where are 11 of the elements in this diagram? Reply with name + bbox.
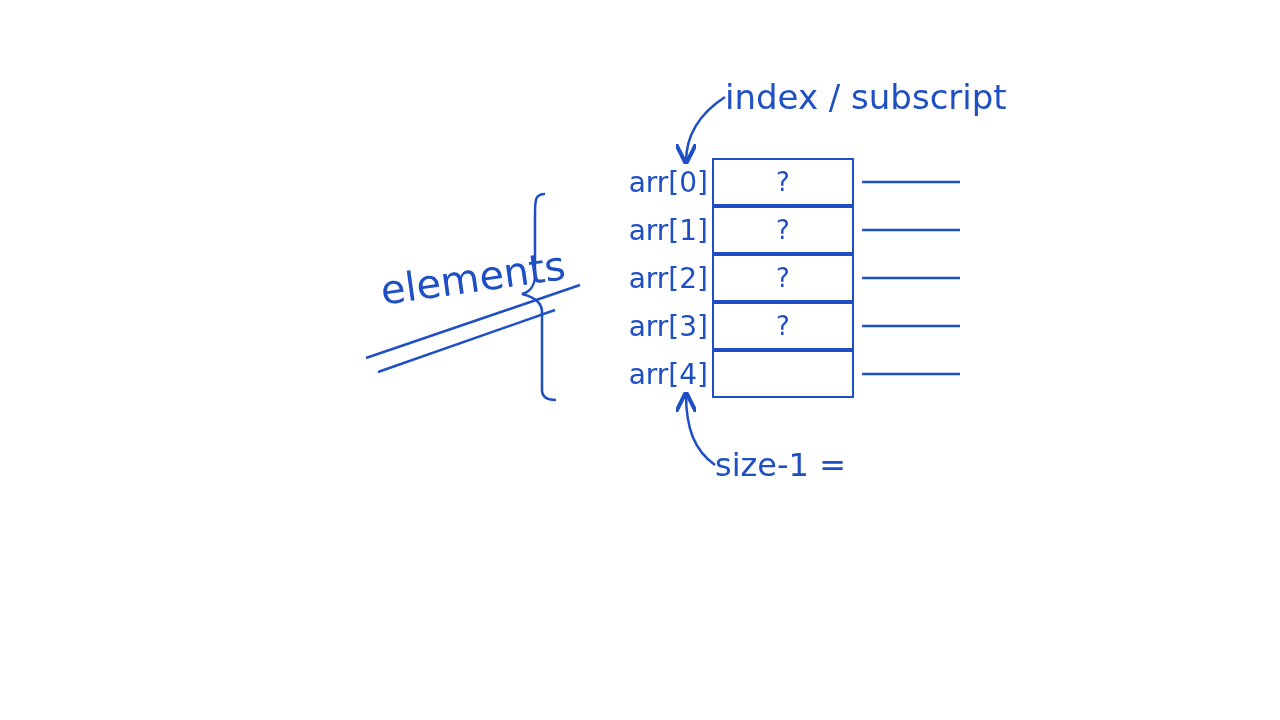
index-label: arr[4] (560, 354, 708, 394)
annotation-text: size-1 = (715, 440, 895, 490)
arrow (674, 95, 726, 166)
array-cell: ? (712, 206, 854, 254)
annotation-text: index / subscript (725, 72, 1055, 122)
index-label: arr[0] (560, 162, 708, 202)
arrow (674, 390, 716, 466)
array-cell: ? (712, 302, 854, 350)
array-cell: ? (712, 158, 854, 206)
array-cell: ? (712, 254, 854, 302)
array-cell (712, 350, 854, 398)
